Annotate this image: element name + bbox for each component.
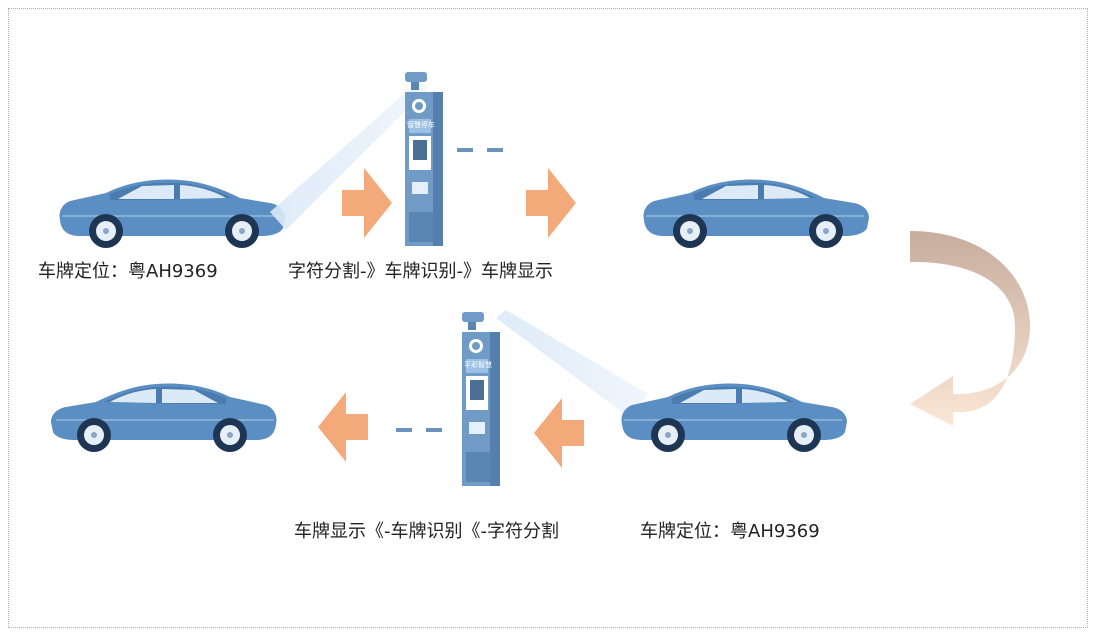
diagram-frame <box>8 8 1088 628</box>
arrow-right-2 <box>526 168 576 238</box>
bottom-plate-location-label: 车牌定位：粤AH9369 <box>640 521 820 542</box>
car-4 <box>620 382 848 453</box>
car-2 <box>642 178 870 249</box>
car-1 <box>58 178 287 249</box>
dashes-1 <box>457 148 503 152</box>
arrow-left-2 <box>534 398 584 468</box>
bottom-process-label: 车牌显示《-车牌识别《-字符分割 <box>294 521 559 542</box>
top-process-label: 字符分割-》车牌识别-》车牌显示 <box>288 261 553 282</box>
kiosk-header-1: 智慧停车 <box>407 121 435 129</box>
camera-beam-1 <box>270 82 428 230</box>
arrow-left-1 <box>318 392 368 462</box>
curved-arrow <box>910 231 1030 426</box>
kiosk-1 <box>405 72 443 246</box>
top-plate-location-label: 车牌定位：粤AH9369 <box>38 261 218 282</box>
car-3 <box>50 382 278 453</box>
kiosk-header-2: 平彩智慧 <box>464 361 492 369</box>
camera-beam-2 <box>496 310 648 418</box>
arrow-right-1 <box>342 168 392 238</box>
dashes-2 <box>396 428 442 432</box>
